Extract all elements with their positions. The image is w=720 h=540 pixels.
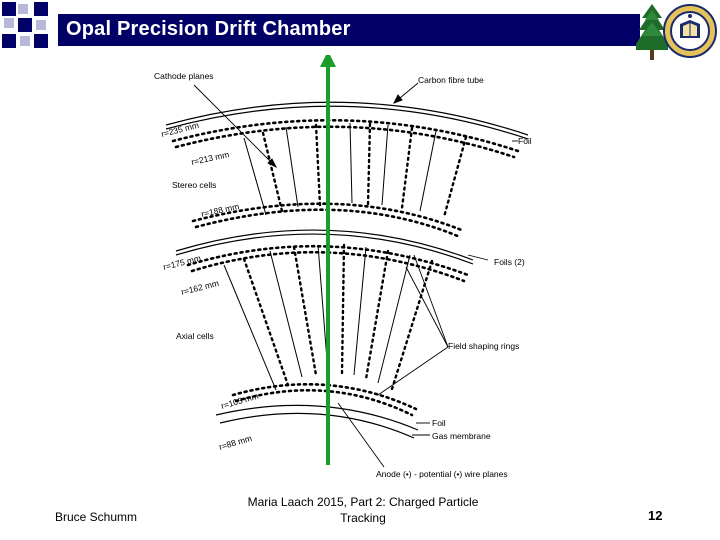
label-r88: r=88 mm <box>218 433 253 452</box>
university-seal-icon <box>663 4 717 58</box>
decor-square-1 <box>2 2 16 16</box>
label-anode-planes: Anode (•) - potential (•) wire planes <box>376 469 508 479</box>
label-foils-2: Foils (2) <box>494 257 525 267</box>
gas-membrane-arc <box>219 412 415 439</box>
page-number: 12 <box>648 508 663 523</box>
label-field-shaping-rings: Field shaping rings <box>448 341 519 351</box>
decor-square-9 <box>34 34 48 48</box>
green-arrow-head-icon <box>320 55 336 67</box>
label-axial-cells: Axial cells <box>176 331 214 341</box>
decor-square-8 <box>20 36 30 46</box>
carbon-fibre-tube-arc <box>165 101 529 136</box>
label-foil-bottom: Foil <box>432 418 446 428</box>
decor-square-3 <box>34 2 48 16</box>
decor-square-7 <box>2 34 16 48</box>
stereo-inner-wire-row <box>191 202 466 233</box>
label-r188: r=188 mm <box>200 201 240 219</box>
footer-event-line2: Tracking <box>340 511 386 525</box>
decor-square-6 <box>36 20 46 30</box>
tree-logo-icon <box>636 4 668 60</box>
label-r175: r=175 mm <box>162 253 202 272</box>
footer-event-line1: Maria Laach 2015, Part 2: Charged Partic… <box>247 495 479 509</box>
label-r213: r=213 mm <box>190 149 230 167</box>
decor-square-2 <box>18 4 28 14</box>
decor-square-4 <box>4 18 14 28</box>
drift-chamber-diagram: Cathode planes Carbon fibre tube Foil r=… <box>154 55 532 479</box>
label-r162: r=162 mm <box>180 278 220 297</box>
footer-event: Maria Laach 2015, Part 2: Charged Partic… <box>245 494 481 526</box>
label-gas-membrane: Gas membrane <box>432 431 491 441</box>
inner-foil-arc <box>215 404 419 431</box>
label-carbon-fibre-tube: Carbon fibre tube <box>418 75 484 85</box>
slide-title: Opal Precision Drift Chamber <box>66 18 351 40</box>
decor-square-5 <box>18 18 32 32</box>
stereo-outer-wire-row <box>171 119 520 153</box>
footer-author: Bruce Schumm <box>55 510 138 524</box>
label-foil-top: Foil <box>518 136 532 146</box>
title-bar <box>58 14 640 46</box>
label-stereo-cells: Stereo cells <box>172 180 216 190</box>
label-cathode-planes: Cathode planes <box>154 71 214 81</box>
axial-inner-wire-row <box>231 383 418 411</box>
label-r235: r=235 mm <box>160 120 200 139</box>
